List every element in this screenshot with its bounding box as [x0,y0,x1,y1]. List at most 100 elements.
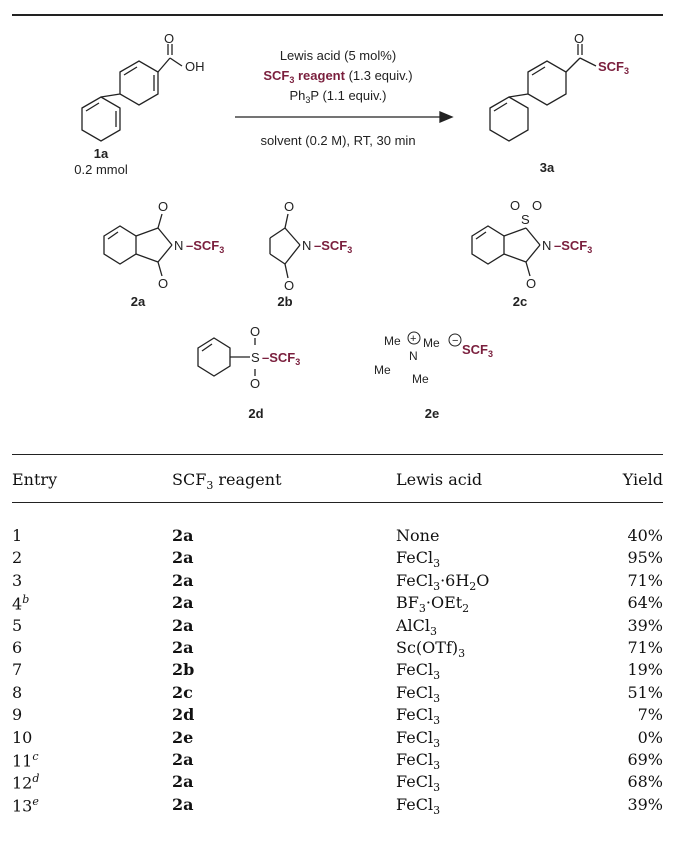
cell-reagent: 2c [172,682,193,702]
reaction-scheme: Lewis acid (5 mol%) SCF3 reagent (1.3 eq… [74,31,629,421]
header-yield: Yield [622,470,663,489]
svg-text:–SCF3: –SCF3 [554,238,592,255]
cell-lewis-acid: FeCl3 [396,794,441,817]
svg-text:O: O [574,31,584,46]
svg-text:S: S [521,212,530,227]
cell-lewis-acid: AlCl3 [396,615,438,638]
cell-yield: 0% [637,727,663,747]
cell-reagent: 2a [172,772,194,792]
svg-text:S: S [251,350,260,365]
cell-lewis-acid: None [396,526,440,545]
label-1a-amount: 0.2 mmol [74,162,128,177]
svg-text:N: N [302,238,311,253]
header-lewis-acid: Lewis acid [396,470,483,489]
cell-yield: 19% [627,660,663,680]
header-rule [12,502,663,503]
condition-lewis-acid: Lewis acid (5 mol%) [280,48,396,63]
condition-reagent: SCF3 reagent (1.3 equiv.) [263,68,412,85]
cell-entry: 3 [12,570,23,590]
condition-ph3p: Ph3P (1.1 equiv.) [289,88,386,105]
svg-text:OH: OH [185,59,205,74]
svg-text:O: O [284,199,294,214]
cell-reagent: 2a [172,526,194,545]
table-row: 3 2a FeCl3·6H2O 71% [12,570,663,593]
table-row: 4b 2a BF3·OEt2 64% [12,593,663,616]
cell-lewis-acid: FeCl3·6H2O [396,570,490,593]
svg-text:–SCF3: –SCF3 [314,238,352,255]
cell-yield: 39% [627,794,663,814]
cell-entry: 2 [12,548,23,568]
svg-text:–SCF3: –SCF3 [186,238,224,255]
svg-text:N: N [542,238,551,253]
cell-reagent: 2d [172,705,195,725]
cell-yield: 69% [627,750,663,769]
cell-yield: 71% [627,638,663,657]
svg-text:SCF3: SCF3 [598,59,629,76]
header-reagent: SCF3 reagent [172,470,282,493]
cell-reagent: 2a [172,615,194,635]
cell-reagent: 2a [172,750,194,769]
cell-entry: 4b [12,593,30,614]
svg-text:O: O [158,199,168,214]
cell-reagent: 2e [172,727,194,747]
cell-yield: 7% [637,705,663,725]
top-rule [12,14,663,16]
reagent-2a-structure [103,213,173,277]
svg-text:O: O [164,31,174,46]
label-2d: 2d [248,406,263,421]
svg-text:O: O [250,376,260,391]
cell-reagent: 2a [172,638,194,657]
svg-text:O: O [510,198,520,213]
cell-entry: 6 [12,638,23,657]
cell-reagent: 2a [172,593,194,613]
cell-yield: 39% [627,615,663,635]
table-row: 8 2c FeCl3 51% [12,682,663,705]
cell-lewis-acid: FeCl3 [396,750,441,773]
reagent-2b-structure [269,213,301,279]
table-row: 10 2e FeCl3 0% [12,727,663,750]
svg-text:N: N [409,349,418,363]
svg-text:N: N [174,238,183,253]
cell-entry: 1 [12,526,23,545]
cell-lewis-acid: BF3·OEt2 [396,593,470,616]
condition-solvent: solvent (0.2 M), RT, 30 min [260,133,415,148]
cell-yield: 51% [627,682,663,702]
table-row: 9 2d FeCl3 7% [12,705,663,728]
svg-text:O: O [532,198,542,213]
label-2e: 2e [425,406,439,421]
svg-text:O: O [284,278,294,293]
svg-text:SCF3: SCF3 [462,342,493,359]
cell-lewis-acid: FeCl3 [396,772,441,795]
svg-text:+: + [410,333,416,345]
svg-text:−: − [452,335,458,347]
label-2b: 2b [277,294,292,309]
cell-lewis-acid: FeCl3 [396,705,441,728]
svg-text:O: O [250,324,260,339]
table-row: 2 2a FeCl3 95% [12,548,663,571]
label-1a: 1a [94,146,109,161]
cell-reagent: 2a [172,548,194,568]
label-2c: 2c [513,294,527,309]
svg-text:O: O [158,276,168,291]
cell-lewis-acid: FeCl3 [396,727,441,750]
svg-text:O: O [526,276,536,291]
cell-yield: 71% [627,570,663,590]
cell-entry: 10 [12,727,33,747]
cell-yield: 95% [627,548,663,568]
cell-entry: 5 [12,615,23,635]
cell-entry: 9 [12,705,23,725]
svg-text:Me: Me [384,334,401,348]
table-row: 11c 2a FeCl3 69% [12,750,663,773]
cell-reagent: 2a [172,570,194,590]
cell-yield: 64% [627,593,663,613]
cell-entry: 11c [12,750,39,771]
label-3a: 3a [540,160,555,175]
svg-text:Me: Me [423,336,440,350]
cell-entry: 12d [12,772,40,793]
cell-lewis-acid: FeCl3 [396,682,441,705]
cell-entry: 8 [12,682,23,702]
cell-lewis-acid: FeCl3 [396,548,441,571]
